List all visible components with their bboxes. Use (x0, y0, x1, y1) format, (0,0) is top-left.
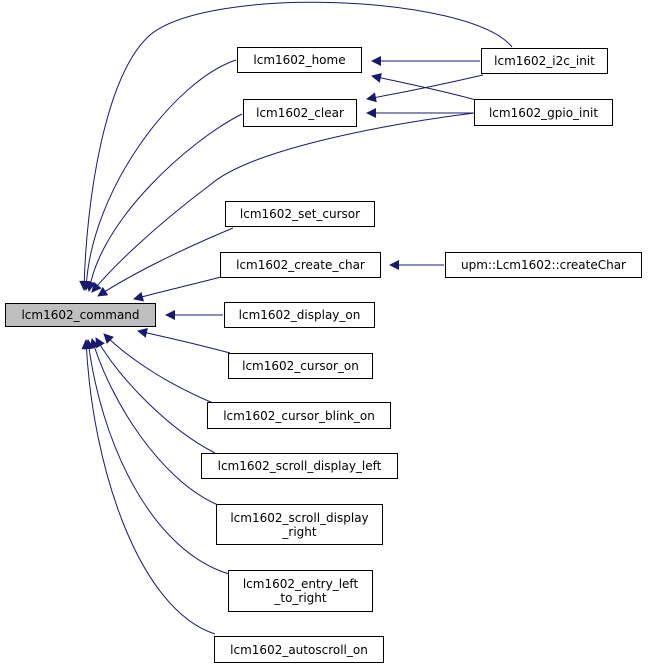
edge-gpio-init-to-command (91, 112, 475, 293)
edge-autoscroll-on-to-command (81, 339, 216, 635)
node-lcm1602-autoscroll-on[interactable]: lcm1602_autoscroll_on (214, 636, 384, 663)
edge-scroll-display-right-to-command (89, 338, 219, 506)
node-lcm1602-create-char[interactable]: lcm1602_create_char (220, 252, 381, 278)
edge-set-cursor-to-command (97, 227, 234, 297)
node-lcm1602-clear[interactable]: lcm1602_clear (243, 99, 357, 127)
edge-entry-left-to-right-to-command (84, 339, 230, 575)
edge-home-to-command (81, 59, 237, 291)
node-lcm1602-cursor-blink-on[interactable]: lcm1602_cursor_blink_on (207, 402, 391, 429)
node-lcm1602-home[interactable]: lcm1602_home (237, 47, 362, 73)
edge-scroll-display-left-to-command (95, 337, 216, 454)
edge-cursor-blink-on-to-command (103, 333, 214, 404)
edge-cursor-on-to-command (137, 328, 231, 354)
node-lcm1602-cursor-on[interactable]: lcm1602_cursor_on (228, 353, 373, 379)
node-lcm1602-entry-left-to-right[interactable]: lcm1602_entry_left _to_right (228, 570, 373, 612)
edge-i2c-init-to-clear (366, 74, 484, 103)
node-lcm1602-i2c-init[interactable]: lcm1602_i2c_init (481, 48, 608, 74)
node-lcm1602-display-on[interactable]: lcm1602_display_on (224, 302, 375, 328)
edge-i2c-init-to-command (79, 1, 513, 291)
edge-clear-to-command (85, 113, 243, 292)
edge-gpio-init-to-home (371, 72, 477, 101)
node-upm-lcm1602-createchar[interactable]: upm::Lcm1602::createChar (445, 252, 642, 278)
edge-create-char-to-command (133, 276, 222, 302)
node-lcm1602-scroll-display-left[interactable]: lcm1602_scroll_display_left (201, 453, 398, 479)
node-lcm1602-command: lcm1602_command (5, 303, 156, 327)
node-lcm1602-scroll-display-right[interactable]: lcm1602_scroll_display _right (216, 504, 383, 545)
node-lcm1602-gpio-init[interactable]: lcm1602_gpio_init (474, 99, 613, 126)
node-lcm1602-set-cursor[interactable]: lcm1602_set_cursor (225, 201, 375, 227)
